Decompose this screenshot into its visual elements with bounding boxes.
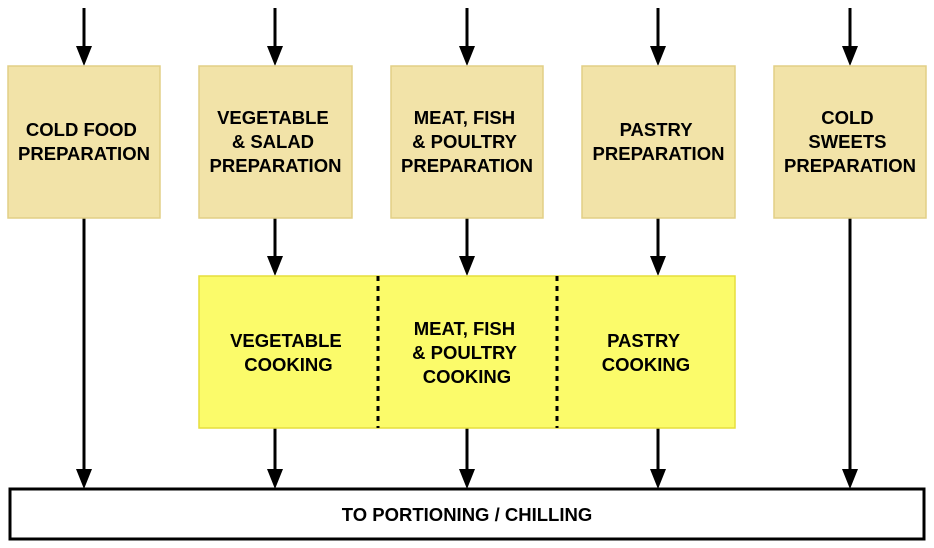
top-arrow-meat-fish-poultry	[459, 8, 475, 66]
prep-node-pastry: PASTRY PREPARATION	[581, 65, 736, 219]
cook-label-vegetable: VEGETABLE COOKING	[230, 330, 347, 375]
arrow-cold-sweets-to-portioning-head	[842, 469, 858, 489]
top-arrow-pastry-head	[650, 46, 666, 66]
top-arrow-cold-food-head	[76, 46, 92, 66]
arrow-cold-sweets-to-portioning	[842, 218, 858, 489]
arrows-layer	[76, 8, 858, 489]
prep-node-cold-food: COLD FOOD PREPARATION	[7, 65, 161, 219]
portioning-chilling-box	[8, 487, 926, 541]
arrow-cold-food-to-portioning	[76, 218, 92, 489]
arrow-pastry-cooking-to-portioning-head	[650, 469, 666, 489]
arrow-pastry-cooking-to-portioning	[650, 428, 666, 489]
arrow-pastry-prep-to-cooking-head	[650, 256, 666, 276]
prep-node-meat-fish-poultry: MEAT, FISH & POULTRY PREPARATION	[390, 65, 544, 219]
arrow-vegetable-cooking-to-portioning-head	[267, 469, 283, 489]
top-arrow-cold-food	[76, 8, 92, 66]
arrow-meat-cooking-to-portioning-head	[459, 469, 475, 489]
cook-label-meat-fish-poultry: MEAT, FISH & POULTRY COOKING	[412, 318, 522, 387]
top-arrow-meat-fish-poultry-head	[459, 46, 475, 66]
prep-label-cold-food: COLD FOOD PREPARATION	[18, 119, 150, 164]
arrow-cold-food-to-portioning-head	[76, 469, 92, 489]
arrow-meat-prep-to-cooking	[459, 218, 475, 276]
top-arrow-cold-sweets	[842, 8, 858, 66]
cooking-block: VEGETABLE COOKING MEAT, FISH & POULTRY C…	[198, 275, 736, 429]
prep-label-cold-sweets: COLD SWEETS PREPARATION	[784, 107, 916, 176]
prep-label-vegetable-salad: VEGETABLE & SALAD PREPARATION	[210, 107, 342, 176]
top-arrow-pastry	[650, 8, 666, 66]
prep-node-vegetable-salad: VEGETABLE & SALAD PREPARATION	[198, 65, 353, 219]
prep-label-meat-fish-poultry: MEAT, FISH & POULTRY PREPARATION	[401, 107, 533, 176]
arrow-pastry-prep-to-cooking	[650, 218, 666, 276]
prep-label-pastry: PASTRY PREPARATION	[593, 119, 725, 164]
portioning-chilling-label: TO PORTIONING / CHILLING	[342, 504, 592, 525]
arrow-meat-cooking-to-portioning	[459, 428, 475, 489]
prep-node-cold-sweets: COLD SWEETS PREPARATION	[773, 65, 927, 219]
prep-box-meat-fish-poultry	[390, 65, 544, 219]
top-arrow-cold-sweets-head	[842, 46, 858, 66]
final-node: TO PORTIONING / CHILLING	[8, 487, 926, 541]
cook-label-pastry: PASTRY COOKING	[602, 330, 690, 375]
arrow-vegetable-prep-to-cooking	[267, 218, 283, 276]
arrow-vegetable-prep-to-cooking-head	[267, 256, 283, 276]
cooking-box	[198, 275, 736, 429]
prep-box-pastry	[581, 65, 736, 219]
top-arrow-vegetable-salad-head	[267, 46, 283, 66]
prep-box-cold-food	[7, 65, 161, 219]
top-arrow-vegetable-salad	[267, 8, 283, 66]
prep-box-vegetable-salad	[198, 65, 353, 219]
prep-box-cold-sweets	[773, 65, 927, 219]
arrow-vegetable-cooking-to-portioning	[267, 428, 283, 489]
arrow-meat-prep-to-cooking-head	[459, 256, 475, 276]
